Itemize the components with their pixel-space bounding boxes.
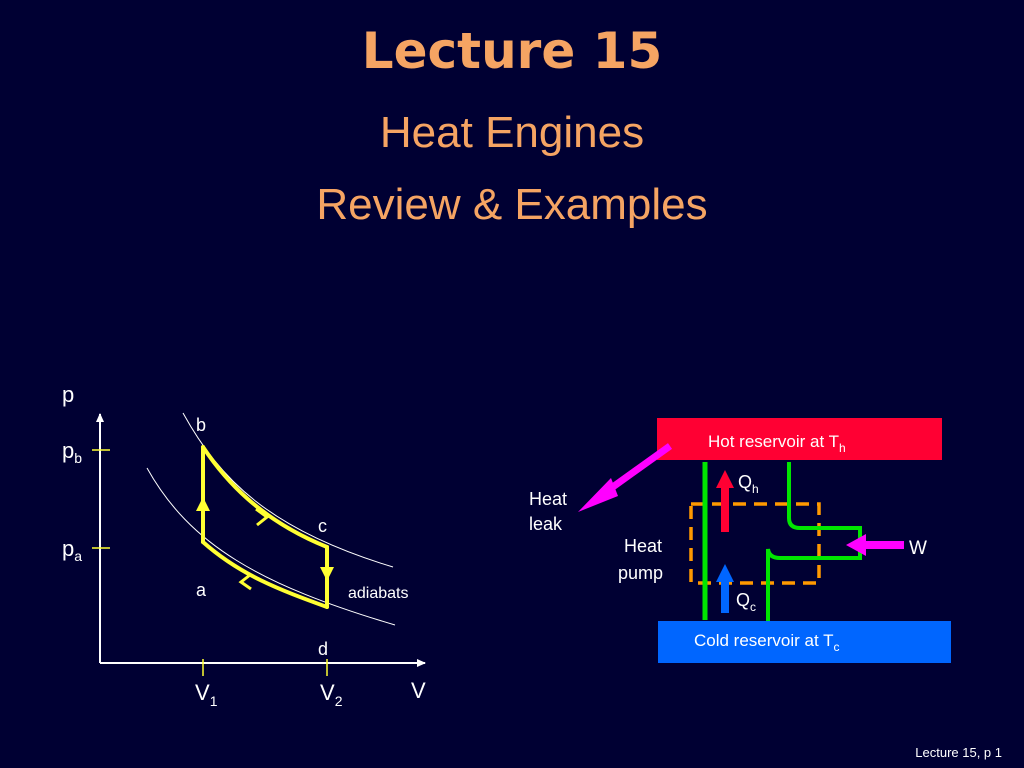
point-c-label: c	[318, 516, 327, 536]
slide-subtitle-review: Review & Examples	[316, 180, 708, 229]
qc-arrow-shaft	[721, 580, 729, 613]
heat-pump-green-upper	[787, 462, 862, 545]
pa-label: pa	[62, 536, 82, 564]
work-label: W	[909, 538, 927, 559]
heat-pump-diagram: Hot reservoir at Th Cold reservoir at Tc…	[529, 418, 951, 663]
adiabat-upper-curve	[182, 412, 394, 568]
qh-arrow-head	[716, 470, 734, 488]
heat-leak-arrow-shaft	[600, 443, 673, 497]
volume-axis-label: V	[411, 678, 426, 703]
point-b-label: b	[196, 415, 206, 435]
heat-leak-arrow-head	[578, 478, 618, 512]
cold-reservoir-label: Cold reservoir at Tc	[694, 631, 840, 654]
work-arrow-head	[846, 534, 866, 556]
adiabat-lower-curve	[146, 467, 396, 626]
hot-reservoir-label: Hot reservoir at Th	[708, 432, 846, 455]
cycle-arrow-down	[320, 567, 334, 581]
point-d-label: d	[318, 639, 328, 659]
heat-pump-label-line1: Heat	[624, 536, 662, 556]
adiabats-label: adiabats	[348, 585, 409, 602]
qc-arrow-head	[716, 564, 734, 582]
cycle-segment-d-a	[201, 540, 329, 609]
qh-label: Qh	[738, 472, 759, 496]
cycle-arrow-expansion	[255, 507, 270, 527]
work-arrow-shaft	[864, 541, 904, 549]
heat-leak-label-line2: leak	[529, 514, 563, 534]
pb-label: pb	[62, 438, 82, 466]
v2-label: V2	[320, 680, 343, 709]
cycle-segment-b-c	[201, 445, 329, 549]
qh-arrow-shaft	[721, 486, 729, 532]
cycle-arrow-up	[196, 497, 210, 511]
slide-subtitle-heat-engines: Heat Engines	[379, 108, 645, 157]
pressure-axis-label: p	[62, 382, 74, 407]
qc-label: Qc	[736, 590, 756, 614]
v1-label: V1	[195, 680, 218, 709]
slide-title: Lecture 15	[361, 22, 663, 80]
hot-reservoir-box	[657, 418, 942, 460]
heat-pump-label-line2: pump	[618, 563, 663, 583]
cold-reservoir-box	[658, 621, 951, 663]
heat-leak-label-line1: Heat	[529, 489, 567, 509]
heat-pump-green-lower	[766, 545, 862, 621]
pv-diagram: p pb pa b c a d adiabats V1 V2 V	[62, 382, 426, 709]
slide-footer: Lecture 15, p 1	[915, 745, 1002, 760]
heat-pump-dashed-box	[689, 502, 821, 585]
point-a-label: a	[196, 580, 207, 600]
cycle-arrow-compression	[238, 573, 252, 591]
